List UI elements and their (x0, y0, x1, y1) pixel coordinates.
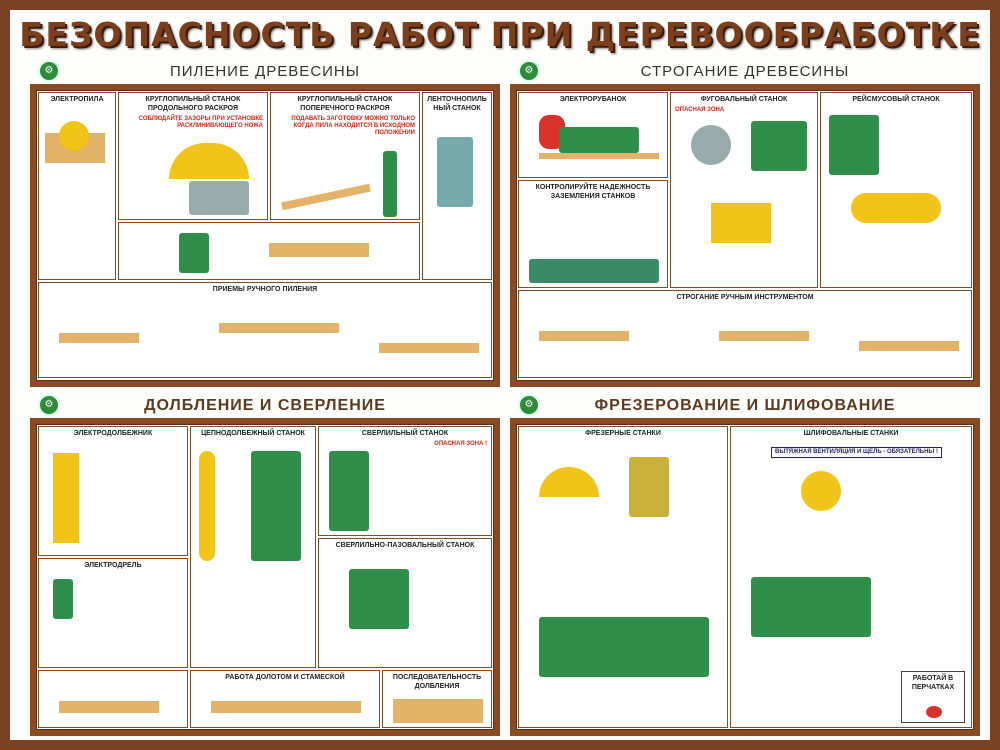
warning-text: СОБЛЮДАЙТЕ ЗАЗОРЫ ПРИ УСТАНОВКЕ РАСКЛИНИ… (138, 116, 263, 129)
subpanel-caption: ЭЛЕКТРОДРЕЛЬ (84, 562, 142, 569)
subpanel-caption: СВЕРЛИЛЬНЫЙ СТАНОК (361, 430, 449, 437)
section-title-milling: ФРЕЗЕРОВАНИЕ И ШЛИФОВАНИЕ (594, 397, 896, 414)
section-planing: ЭЛЕКТРОРУБАНОК КОНТРОЛИРУЙТЕ НАДЕЖНОСТЬ … (510, 84, 980, 387)
subpanel (118, 222, 420, 280)
subpanel: РЕЙСМУСОВЫЙ СТАНОК (820, 92, 972, 288)
warning-text: ПОДАВАТЬ ЗАГОТОВКУ МОЖНО ТОЛЬКО КОГДА ПИ… (291, 116, 415, 136)
subpanel: КРУГЛОПИЛЬНЫЙ СТАНОК ПОПЕРЕЧНОГО РАСКРОЯ… (270, 92, 420, 220)
section-title-planing: СТРОГАНИЕ ДРЕВЕСИНЫ (640, 63, 850, 80)
subpanel: СВЕРЛИЛЬНЫЙ СТАНОК ОПАСНАЯ ЗОНА ! (318, 426, 492, 536)
subpanel: ШЛИФОВАЛЬНЫЕ СТАНКИ ВЫТЯЖНАЯ ВЕНТИЛЯЦИЯ И… (730, 426, 972, 728)
subpanel: ЭЛЕКТРОПИЛА (38, 92, 116, 280)
subpanel: ЭЛЕКТРОДОЛБЕЖНИК (38, 426, 188, 556)
subpanel-caption: РЕЙСМУСОВЫЙ СТАНОК (852, 96, 940, 103)
subpanel-caption: ЦЕПНОДОЛБЕЖНЫЙ СТАНОК (201, 430, 305, 437)
subpanel-caption: ЭЛЕКТРОРУБАНОК (559, 96, 627, 103)
subpanel: КРУГЛОПИЛЬНЫЙ СТАНОК ПРОДОЛЬНОГО РАСКРОЯ… (118, 92, 268, 220)
subpanel: СТРОГАНИЕ РУЧНЫМ ИНСТРУМЕНТОМ (518, 290, 972, 378)
subpanel-caption: КРУГЛОПИЛЬНЫЙ СТАНОК ПРОДОЛЬНОГО РАСКРОЯ (145, 96, 241, 112)
gloves-note: РАБОТАЙ В ПЕРЧАТКАХ (901, 671, 965, 723)
section-sawing: ЭЛЕКТРОПИЛА КРУГЛОПИЛЬНЫЙ СТАНОК ПРОДОЛЬ… (30, 84, 500, 387)
subpanel-caption: СВЕРЛИЛЬНО-ПАЗОВАЛЬНЫЙ СТАНОК (335, 542, 475, 549)
warning-text: ВЫТЯЖНАЯ ВЕНТИЛЯЦИЯ И ЩЕЛЬ - ОБЯЗАТЕЛЬНЫ… (771, 447, 942, 458)
subpanel: СВЕРЛИЛЬНО-ПАЗОВАЛЬНЫЙ СТАНОК (318, 538, 492, 668)
subpanel-caption: КОНТРОЛИРУЙТЕ НАДЕЖНОСТЬ ЗАЗЕМЛЕНИЯ СТАН… (535, 184, 651, 200)
poster-title: БЕЗОПАСНОСТЬ РАБОТ ПРИ ДЕРЕВООБРАБОТКЕ (19, 15, 981, 54)
subpanel-caption: ПОСЛЕДОВАТЕЛЬНОСТЬ ДОЛБЛЕНИЯ (392, 674, 482, 690)
warning-text: ОПАСНАЯ ЗОНА ! (434, 441, 487, 447)
logo-icon: ⚙ (518, 60, 540, 82)
subpanel: ФРЕЗЕРНЫЕ СТАНКИ (518, 426, 728, 728)
logo-icon: ⚙ (518, 394, 540, 416)
section-milling: ФРЕЗЕРНЫЕ СТАНКИ ШЛИФОВАЛЬНЫЕ СТАНКИ ВЫТЯ… (510, 418, 980, 736)
section-title-chiselling: ДОЛБЛЕНИЕ И СВЕРЛЕНИЕ (144, 397, 386, 414)
logo-icon: ⚙ (38, 394, 60, 416)
subpanel: ФУГОВАЛЬНЫЙ СТАНОК ОПАСНАЯ ЗОНА (670, 92, 818, 288)
subpanel-caption: ФУГОВАЛЬНЫЙ СТАНОК (700, 96, 788, 103)
subpanel-caption: КРУГЛОПИЛЬНЫЙ СТАНОК ПОПЕРЕЧНОГО РАСКРОЯ (297, 96, 393, 112)
subpanel: ПРИЕМЫ РУЧНОГО ПИЛЕНИЯ (38, 282, 492, 378)
subpanel: ЛЕНТОЧНОПИЛЬНЫЙ СТАНОК (422, 92, 492, 280)
poster-board: БЕЗОПАСНОСТЬ РАБОТ ПРИ ДЕРЕВООБРАБОТКЕ ⚙… (10, 10, 990, 740)
subpanel-caption: СТРОГАНИЕ РУЧНЫМ ИНСТРУМЕНТОМ (676, 294, 814, 301)
section-chiselling: ЭЛЕКТРОДОЛБЕЖНИК ЭЛЕКТРОДРЕЛЬ ЦЕПНОДОЛБЕ… (30, 418, 500, 736)
subpanel-caption: ФРЕЗЕРНЫЕ СТАНКИ (585, 430, 661, 437)
subpanel-caption: ЭЛЕКТРОПИЛА (50, 96, 104, 103)
subpanel (38, 670, 188, 728)
warning-text: ОПАСНАЯ ЗОНА (675, 107, 725, 113)
logo-icon: ⚙ (38, 60, 60, 82)
subpanel: КОНТРОЛИРУЙТЕ НАДЕЖНОСТЬ ЗАЗЕМЛЕНИЯ СТАН… (518, 180, 668, 288)
subpanel-caption: ЭЛЕКТРОДОЛБЕЖНИК (73, 430, 153, 437)
subpanel-caption: ШЛИФОВАЛЬНЫЕ СТАНКИ (803, 430, 899, 437)
subpanel: ЭЛЕКТРОДРЕЛЬ (38, 558, 188, 668)
subpanel: ЭЛЕКТРОРУБАНОК (518, 92, 668, 178)
subpanel-caption: ЛЕНТОЧНОПИЛЬНЫЙ СТАНОК (427, 96, 487, 112)
subpanel: ЦЕПНОДОЛБЕЖНЫЙ СТАНОК (190, 426, 316, 668)
subpanel-caption: РАБОТА ДОЛОТОМ И СТАМЕСКОЙ (225, 674, 345, 681)
gloves-caption: РАБОТАЙ В ПЕРЧАТКАХ (911, 675, 955, 691)
subpanel: РАБОТА ДОЛОТОМ И СТАМЕСКОЙ (190, 670, 380, 728)
subpanel-caption: ПРИЕМЫ РУЧНОГО ПИЛЕНИЯ (212, 286, 318, 293)
section-title-sawing: ПИЛЕНИЕ ДРЕВЕСИНЫ (169, 63, 361, 80)
subpanel: ПОСЛЕДОВАТЕЛЬНОСТЬ ДОЛБЛЕНИЯ (382, 670, 492, 728)
